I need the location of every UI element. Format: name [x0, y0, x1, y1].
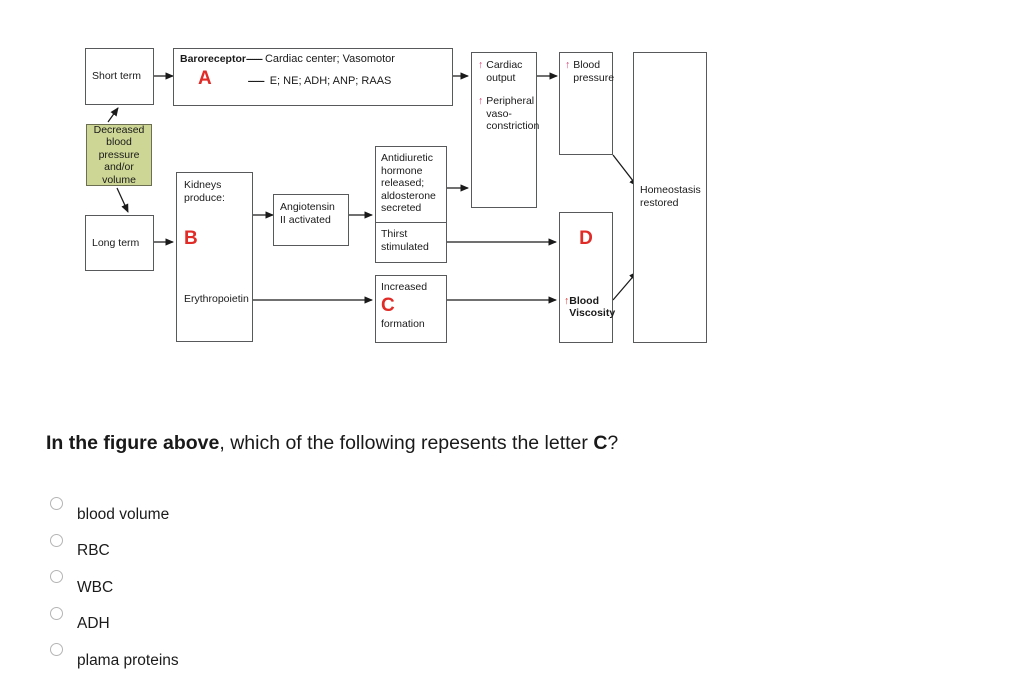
formation-label: formation: [381, 317, 425, 330]
radio-button-icon[interactable]: [50, 533, 63, 547]
option-label[interactable]: WBC: [77, 578, 114, 596]
up-arrow-icon: ↑: [478, 95, 484, 107]
letter-c: C: [381, 294, 395, 316]
cardiac-center-label: Cardiac center; Vasomotor: [264, 53, 395, 65]
box-increased-c-formation: Increased C formation: [375, 275, 447, 343]
long-term-label: Long term: [92, 236, 140, 249]
radio-button-icon[interactable]: [50, 606, 63, 620]
cardiac-output-label: Cardiac output: [486, 59, 523, 84]
adh-label: Antidiuretic hormone released; aldostero…: [381, 152, 436, 214]
box-antidiuretic-hormone: Antidiuretic hormone released; aldostero…: [375, 146, 447, 223]
box-blood-pressure: ↑ Blood pressure: [559, 52, 615, 155]
question-text: In the figure above, which of the follow…: [46, 430, 946, 456]
letter-b: B: [184, 228, 198, 249]
up-arrow-icon: ↑: [478, 59, 484, 71]
option-row-1[interactable]: RBC: [50, 529, 550, 566]
baroreceptor-dashes: --------: [245, 54, 263, 64]
option-row-0[interactable]: blood volume: [50, 492, 550, 529]
box-cardiac-output: ↑ Cardiac output ↑ Peripheral vaso-const…: [471, 52, 540, 208]
option-row-3[interactable]: ADH: [50, 602, 550, 639]
baroreceptor-label: Baroreceptor: [180, 53, 246, 65]
letter-a: A: [198, 67, 212, 89]
option-row-4[interactable]: plama proteins: [50, 638, 550, 675]
answer-options-list: blood volume RBC WBC ADH plama proteins: [50, 492, 550, 675]
blood-viscosity-label: Blood Viscosity: [569, 295, 616, 319]
radio-button-icon[interactable]: [50, 570, 63, 583]
option-label[interactable]: blood volume: [77, 505, 170, 523]
box-short-term: Short term: [85, 48, 154, 105]
increased-label: Increased: [381, 281, 428, 293]
box-decreased-bp-volume: Decreased blood pressure and/or volume: [86, 124, 152, 186]
hormones-dashes: --------: [247, 75, 265, 86]
peripheral-vaso-label: Peripheral vaso-constriction: [486, 95, 540, 132]
kidneys-produce-label: Kidneys produce:: [184, 179, 225, 204]
box-blood-viscosity: D ↑ Blood Viscosity: [559, 212, 616, 343]
box-long-term: Long term: [85, 215, 154, 271]
angiotensin-label: Angiotensin II activated: [280, 201, 335, 226]
question-letter: C: [593, 432, 608, 454]
question-rest: , which of the following repesents the l…: [219, 432, 594, 454]
option-label[interactable]: ADH: [77, 615, 110, 633]
trigger-label: Decreased blood pressure and/or volume: [93, 123, 145, 186]
letter-d: D: [579, 228, 593, 249]
box-angiotensin-ii: Angiotensin II activated: [273, 194, 349, 246]
up-arrow-icon: ↑: [564, 295, 570, 307]
radio-button-icon[interactable]: [50, 643, 63, 656]
hormones-label: E; NE; ADH; ANP; RAAS: [269, 74, 392, 87]
box-kidneys-produce: Kidneys produce: B Erythropoietin: [176, 172, 253, 342]
radio-button-icon[interactable]: [50, 497, 63, 510]
erythropoietin-label: Erythropoietin: [184, 293, 249, 305]
option-label[interactable]: RBC: [77, 542, 110, 560]
option-row-2[interactable]: WBC: [50, 565, 550, 602]
question-suffix: ?: [607, 432, 619, 454]
figure-container: Short term Decreased blood pressure and/…: [85, 48, 707, 343]
question-lead: In the figure above: [46, 432, 220, 454]
option-label[interactable]: plama proteins: [77, 651, 179, 669]
box-thirst-stimulated: Thirst stimulated: [375, 222, 447, 263]
up-arrow-icon: ↑: [565, 59, 571, 71]
box-baroreceptor-cardiac-center: Baroreceptor -------- Cardiac center; Va…: [173, 48, 453, 106]
short-term-label: Short term: [92, 70, 142, 83]
thirst-label: Thirst stimulated: [381, 228, 429, 253]
homeostasis-label: Homeostasis restored: [640, 184, 701, 209]
box-homeostasis-restored: Homeostasis restored: [633, 52, 707, 343]
blood-pressure-label: Blood pressure: [573, 59, 615, 84]
